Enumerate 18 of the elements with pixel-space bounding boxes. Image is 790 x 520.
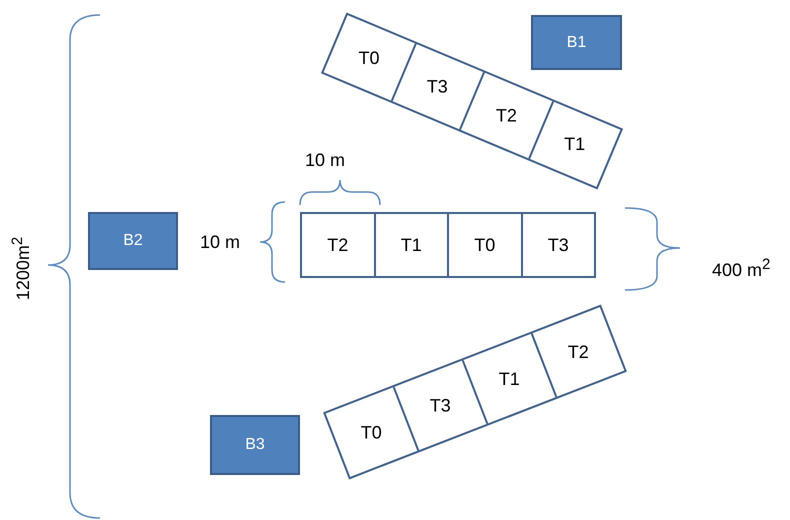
- plot-label: T0: [474, 234, 496, 256]
- dimension-label: 10 m: [200, 232, 240, 253]
- plot-label: T2: [568, 341, 589, 362]
- plot-label: T1: [498, 368, 520, 390]
- building-block: B3: [210, 415, 300, 475]
- plot-label: T1: [564, 134, 586, 155]
- plot-label: T2: [496, 104, 517, 126]
- plot-label: T3: [548, 234, 569, 256]
- plot-label: T0: [358, 47, 380, 68]
- building-block: B1: [531, 15, 622, 70]
- plot-label: T3: [427, 76, 448, 98]
- plot-label: T2: [327, 234, 348, 256]
- plot-label: T1: [400, 234, 422, 256]
- building-block: B2: [88, 212, 178, 270]
- plot-label: T0: [361, 422, 382, 443]
- dimension-label: 400 m$^{2}$: [712, 256, 770, 281]
- plot-label: T3: [430, 394, 451, 416]
- dimension-label: 10 m: [305, 150, 346, 171]
